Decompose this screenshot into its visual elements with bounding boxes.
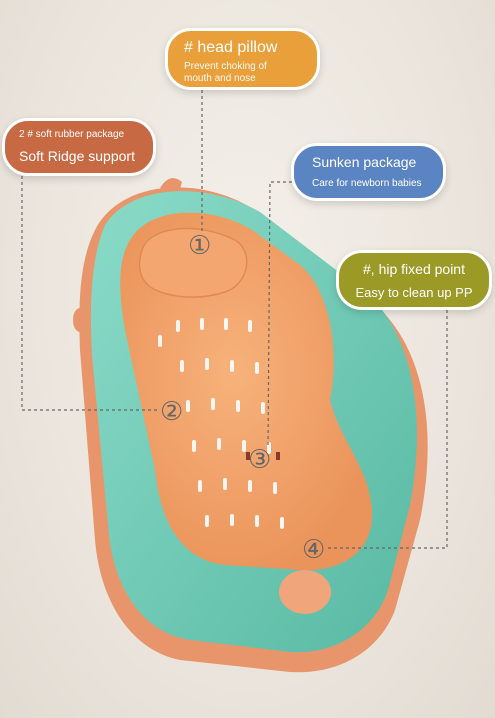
callout-hip: #, hip fixed point Easy to clean up PP <box>336 250 492 310</box>
callout-sunken: Sunken package Care for newborn babies <box>291 143 446 201</box>
callout-title: Soft Ridge support <box>19 148 135 164</box>
accent-dot <box>246 452 250 460</box>
drain-plug <box>279 570 331 614</box>
marker-1: ① <box>188 231 211 261</box>
seat-insert <box>120 212 373 571</box>
side-knob <box>73 308 87 332</box>
marker-2: ② <box>160 397 183 427</box>
marker-3: ③ <box>248 445 271 475</box>
marker-4: ④ <box>302 535 325 565</box>
callout-head-pillow: # head pillow Prevent choking of mouth a… <box>165 28 320 90</box>
callout-subtitle: Prevent choking of mouth and nose <box>184 61 267 84</box>
drainage-slots <box>158 318 284 529</box>
callout-subtitle: Easy to clean up PP <box>355 285 473 300</box>
accent-dot <box>276 452 280 460</box>
callout-subtitle: Care for newborn babies <box>312 178 422 189</box>
callout-subtitle: 2 # soft rubber package <box>19 129 125 140</box>
callout-title: #, hip fixed point <box>363 261 465 277</box>
leader-lines <box>21 90 448 549</box>
callout-title: # head pillow <box>184 39 278 56</box>
callout-title: Sunken package <box>312 154 417 170</box>
callout-soft-ridge: 2 # soft rubber package Soft Ridge suppo… <box>2 118 156 176</box>
head-pillow <box>138 227 248 298</box>
